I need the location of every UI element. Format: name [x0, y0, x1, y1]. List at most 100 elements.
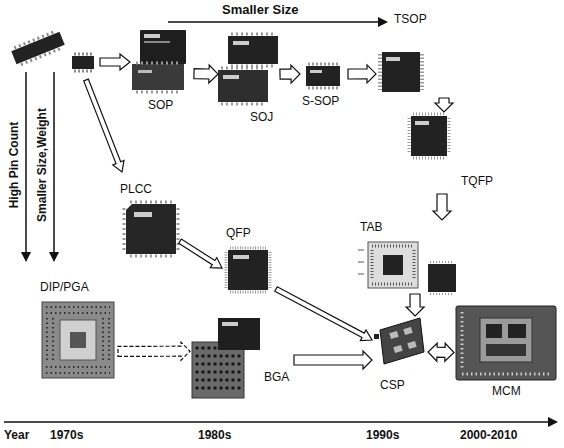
package-label: DIP/PGA	[40, 280, 89, 294]
illustration-arrows-part	[84, 79, 124, 172]
hollow-arrow	[280, 65, 300, 83]
hollow-arrow	[179, 239, 222, 268]
qfp-chip-part	[230, 247, 266, 250]
hollow-arrow	[118, 342, 190, 360]
bga-chips-part	[197, 362, 240, 366]
sop-chips-part	[144, 41, 170, 43]
package-label: CSP	[380, 378, 405, 392]
qfp-chip-part	[230, 291, 266, 294]
year-label: 1980s	[198, 428, 231, 442]
plcc-chip-part	[130, 255, 172, 258]
bga-chips-part	[192, 342, 244, 398]
tab-package-part	[428, 264, 456, 292]
early-dip-chips-part	[74, 70, 92, 73]
package-node: SOP	[132, 30, 194, 114]
package-node: CSP	[372, 316, 428, 396]
tab-package-part	[368, 242, 418, 288]
tab-package-part	[358, 250, 364, 251]
axis-arrows-part	[25, 72, 27, 254]
early-dip-chips-part	[72, 56, 94, 69]
bga-chips-part	[197, 354, 240, 358]
csp-strip-part	[393, 345, 402, 353]
package-label: S-SOP	[302, 94, 339, 108]
soj-chips	[218, 34, 278, 104]
s-sop-chip-part	[310, 70, 322, 73]
plcc-chip-part	[123, 208, 126, 250]
package-node: PLCC	[118, 182, 180, 262]
hollow-arrow	[435, 98, 453, 112]
top-axis-label: Smaller Size	[222, 3, 299, 17]
hollow-arrow	[275, 287, 372, 341]
sop-chips-part	[136, 62, 180, 65]
mcm-module-part	[456, 306, 556, 380]
dip-pga-package-part	[42, 302, 114, 378]
mcm-module-part	[461, 312, 464, 370]
tsop-chip	[380, 52, 422, 92]
mcm-module-part	[486, 344, 526, 356]
soj-chips-part	[223, 75, 239, 79]
package-label: QFP	[226, 226, 251, 240]
mcm-module-part	[508, 324, 526, 338]
s-sop-chip-part	[308, 87, 338, 90]
hollow-arrow	[294, 351, 372, 369]
tqfp-chip-part	[415, 121, 429, 125]
soj-chips-part	[231, 33, 275, 36]
tab-package	[358, 242, 456, 294]
csp-strip-part	[403, 327, 412, 335]
package-label: SOJ	[250, 110, 273, 124]
tab-package-part	[372, 283, 414, 286]
early-dip-chips-part	[74, 53, 92, 56]
dip-pga-package-part	[46, 306, 110, 308]
sop-chips	[132, 30, 186, 92]
package-node: TAB	[358, 220, 458, 294]
mcm-module-part	[480, 318, 532, 362]
package-label: SOP	[148, 98, 173, 112]
soj-chips-part	[221, 103, 265, 106]
bga-chips-part	[218, 318, 260, 350]
qfp-chip	[226, 248, 270, 292]
sop-chips-part	[132, 64, 184, 90]
axis-arrows-part	[548, 417, 558, 427]
early-dip-chips-part-part	[11, 32, 64, 64]
package-node: MCM	[454, 306, 558, 399]
tqfp-chip-part	[448, 118, 451, 154]
tqfp-chip	[409, 114, 449, 158]
package-label: PLCC	[120, 182, 152, 196]
dip-pga-package-part	[46, 372, 110, 374]
package-node: QFP	[222, 226, 276, 296]
mcm-module-part	[486, 324, 502, 338]
plcc-chip-part	[130, 201, 172, 204]
axis-arrows-part	[4, 421, 550, 423]
csp-strip	[374, 318, 424, 364]
mcm-module-part	[462, 373, 550, 376]
tab-package-part	[358, 262, 364, 263]
tqfp-chip-part	[408, 118, 411, 154]
hollow-arrow	[406, 294, 424, 316]
soj-chips-part	[228, 36, 278, 64]
year-label: 1970s	[50, 428, 83, 442]
s-sop-chip	[306, 64, 340, 88]
year-axis-label: Year	[4, 428, 29, 442]
tab-package-part	[371, 250, 374, 280]
package-label: MCM	[492, 384, 521, 398]
dip-pga-package-part	[52, 318, 54, 362]
bga-chips-part	[197, 386, 240, 390]
dip-pga-package-part	[108, 318, 110, 362]
package-node: BGA	[190, 316, 294, 404]
bga-chips	[192, 318, 260, 398]
tsop-chip-part	[382, 52, 420, 92]
dip-pga-package	[42, 302, 114, 378]
tsop-chip-part	[378, 54, 382, 90]
qfp-chip-part	[225, 252, 228, 288]
tqfp-chip-part	[411, 116, 447, 156]
hollow-arrow	[348, 65, 376, 83]
axis-arrows	[4, 17, 558, 427]
axis-arrows-part	[49, 252, 59, 262]
dip-pga-package-part	[46, 366, 110, 368]
package-node: SOJ	[218, 32, 280, 128]
sop-chips-part	[136, 91, 180, 94]
axis-arrows-part	[21, 252, 31, 262]
year-label: 2000-2010	[460, 428, 517, 442]
illustration-arrows-part	[100, 54, 130, 70]
tab-package-part	[372, 245, 414, 248]
